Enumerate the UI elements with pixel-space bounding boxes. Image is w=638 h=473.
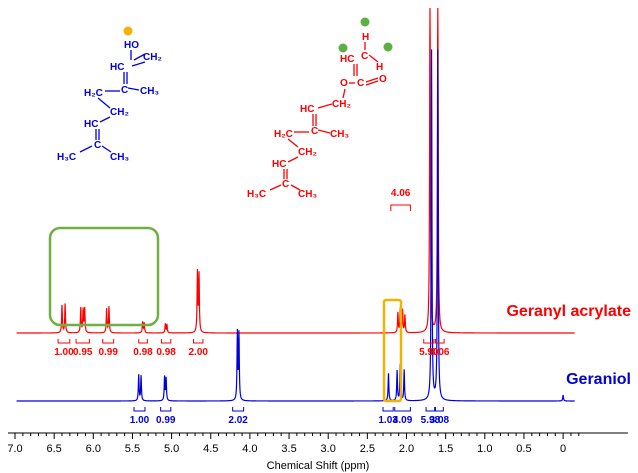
legend-geraniol: Geraniol: [566, 371, 631, 388]
integral-0-5: 2.00: [188, 339, 208, 358]
tick-label: 1.0: [477, 443, 492, 455]
overlay-layer: [48, 226, 403, 403]
spectrum-line-0: [16, 7, 575, 334]
atom-h2c: H₂C: [84, 88, 103, 99]
atom-h-top: H: [362, 32, 369, 43]
x-axis: 7.0 6.5 6.0 5.5 5.0 4.5 4.0 3.5 3.0 2.5 2.0 1.5 1.0 0…: [7, 432, 628, 472]
atom-o-ester: O: [340, 78, 348, 89]
orange-highlight-box: [382, 298, 403, 403]
integral-label: 0.98: [156, 347, 176, 358]
atom-c-a2: C: [282, 179, 289, 190]
tick-label: 3.5: [281, 443, 296, 455]
orange-dot-marker: [123, 26, 133, 36]
integral-label: 0.98: [133, 347, 153, 358]
integral-label: 1.03: [378, 415, 398, 426]
integral-label: 4.06: [391, 188, 411, 199]
spectrum-line-1: [16, 49, 575, 402]
atom-c-vinyl: C: [361, 51, 368, 62]
green-dot-marker-left: [338, 43, 348, 53]
tick-label: 5.0: [164, 443, 179, 455]
integral-0-7: 5.90: [419, 339, 439, 358]
integral-label: 0.99: [156, 415, 176, 426]
atom-c-carbonyl: C: [357, 78, 364, 89]
green-dot-marker-top: [360, 17, 370, 27]
integral-1-2: 2.02: [228, 407, 248, 426]
atom-c-1: C: [121, 85, 128, 96]
integral-label: 0.95: [73, 347, 93, 358]
tick-label: 6.5: [47, 443, 62, 455]
tick-label: 2.5: [360, 443, 375, 455]
integral-label: 5.98: [421, 415, 441, 426]
integral-label: 1.00: [130, 415, 150, 426]
tick-label: 7.0: [7, 443, 22, 455]
integral-label: 0.99: [98, 347, 118, 358]
integral-label: 2.00: [188, 347, 208, 358]
atom-h3c: H₃C: [57, 152, 76, 163]
tick-label: 4.5: [203, 443, 218, 455]
tick-label: 2.0: [399, 443, 414, 455]
atom-ho: HO: [124, 40, 139, 51]
atom-ch3-a1: CH₃: [330, 129, 349, 140]
integral-1-6: 3.08: [430, 407, 450, 426]
atom-ch3-2: CH₃: [110, 152, 129, 163]
legend-geranyl-acrylate: Geranyl acrylate: [506, 303, 631, 320]
atom-c-2: C: [94, 140, 101, 151]
integral-1-5: 5.98: [421, 407, 441, 426]
atom-hc-a1: HC: [300, 104, 314, 115]
tick-label: 5.5: [125, 443, 140, 455]
tick-label: 0: [560, 443, 566, 455]
atom-ch3-1: CH₃: [140, 86, 159, 97]
integral-0-8: 3.06: [430, 339, 450, 358]
geranyl-acrylate-structure: H HC C H O C O CH₂ HC C CH₃ H₂C CH₂ HC C…: [247, 17, 393, 200]
integral-1-4: 4.09: [393, 407, 413, 426]
integral-label: 3.08: [430, 415, 450, 426]
integral-1-1: 0.99: [156, 407, 176, 426]
geraniol-structure: HO CH₂ HC C CH₃ H₂C CH₂ HC C H₃C CH₃: [57, 26, 162, 163]
atom-h2c-a: H₂C: [274, 129, 293, 140]
tick-label: 6.0: [86, 443, 101, 455]
x-axis-ticks: 7.0 6.5 6.0 5.5 5.0 4.5 4.0 3.5 3.0 2.5 2.0 1.5 1.0 0…: [7, 433, 580, 455]
atom-h-right: H: [376, 62, 383, 73]
atom-hc-2: HC: [84, 119, 98, 130]
atom-c-a1: C: [311, 126, 318, 137]
x-axis-title: Chemical Shift (ppm): [267, 460, 370, 472]
tick-label: 1.5: [438, 443, 453, 455]
atom-o-carbonyl: O: [379, 74, 387, 85]
spectra-layer: [16, 7, 575, 402]
atom-ch3-a2: CH₃: [298, 189, 317, 200]
atom-ch2-top: CH₂: [143, 52, 162, 63]
integral-label: 2.02: [228, 415, 248, 426]
integral-1-3: 1.03: [378, 407, 398, 426]
atom-ch2-a: CH₂: [332, 99, 351, 110]
tick-label: 4.0: [242, 443, 257, 455]
integral-0-4: 0.98: [156, 339, 176, 358]
tick-label: 3.0: [321, 443, 336, 455]
atom-h3c-a: H₃C: [247, 189, 266, 200]
integral-label: 3.06: [430, 347, 450, 358]
green-dot-marker-right: [383, 42, 393, 52]
integral-0-1: 0.95: [73, 339, 93, 358]
integral-0-0: 1.00: [54, 339, 74, 358]
integral-1-0: 1.00: [130, 407, 150, 426]
integral-0-2: 0.99: [98, 339, 118, 358]
integral-label: 1.00: [54, 347, 74, 358]
integral-0-6: 4.06: [390, 188, 411, 211]
atom-hc-vinyl: HC: [340, 54, 354, 65]
green-highlight-box: [48, 226, 160, 327]
integral-0-3: 0.98: [133, 339, 153, 358]
tick-label: 0.5: [516, 443, 531, 455]
atom-ch2-mid: CH₂: [110, 107, 129, 118]
integral-label: 5.90: [419, 347, 439, 358]
integral-label: 4.09: [393, 415, 413, 426]
legend: Geranyl acrylate Geraniol: [506, 303, 631, 388]
atom-hc-a2: HC: [272, 159, 286, 170]
atom-hc-1: HC: [110, 62, 124, 73]
atom-ch2-a2: CH₂: [298, 147, 317, 158]
